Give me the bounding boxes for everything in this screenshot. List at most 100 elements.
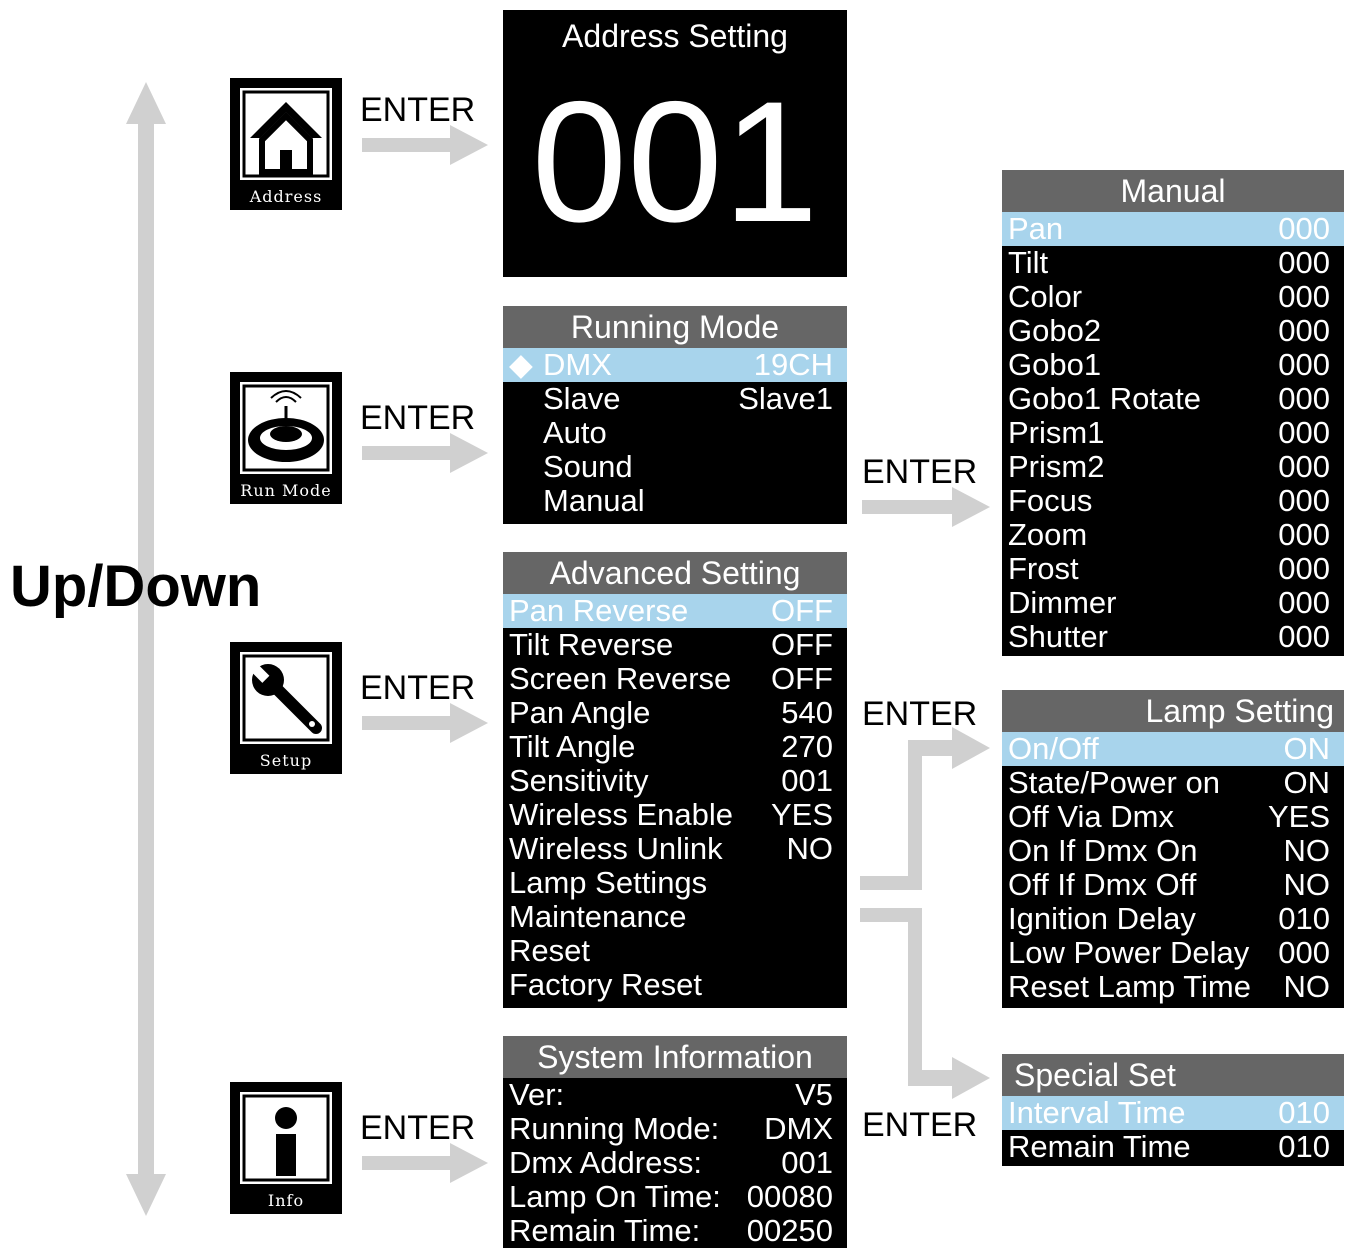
running-mode-item[interactable]: Slave Slave1 <box>543 381 833 416</box>
item-label: Gobo1 <box>1008 347 1102 382</box>
item-label: On/Off <box>1008 731 1099 766</box>
address-value[interactable]: 001 <box>531 66 819 258</box>
item-value: YES <box>770 797 833 832</box>
advanced-setting-item[interactable]: Maintenance <box>503 900 847 934</box>
lamp-setting-item[interactable]: Off Via Dmx YES <box>1002 800 1344 834</box>
address-caption: Address <box>249 187 323 206</box>
selected-diamond-icon: ◆ <box>509 347 533 382</box>
item-label: Gobo1 Rotate <box>1008 381 1202 416</box>
item-label: Prism1 <box>1008 415 1105 450</box>
advanced-setting-item[interactable]: Tilt Reverse OFF <box>503 628 847 662</box>
item-value: 000 <box>1278 245 1330 280</box>
item-value: 001 <box>781 763 833 798</box>
item-label: Wireless Enable <box>509 797 733 832</box>
system-information-item[interactable]: Lamp On Time:00080 <box>503 1180 847 1214</box>
advanced-setting-item[interactable]: Lamp Settings <box>503 866 847 900</box>
address-menu-button[interactable]: Address <box>230 78 342 210</box>
advanced-setting-item[interactable]: Factory Reset <box>503 968 847 1002</box>
item-value: OFF <box>771 593 833 628</box>
advanced-setting-title: Advanced Setting <box>503 552 847 594</box>
info-menu-button[interactable]: Info <box>230 1082 342 1214</box>
enter-label-info: ENTER <box>360 1109 476 1147</box>
item-label: Tilt Reverse <box>509 627 674 662</box>
system-information-item[interactable]: Dmx Address:001 <box>503 1146 847 1180</box>
item-label: Zoom <box>1008 517 1088 552</box>
item-value: OFF <box>771 661 833 696</box>
item-label: Factory Reset <box>509 967 702 1002</box>
item-label: On If Dmx On <box>1008 833 1198 868</box>
manual-item[interactable]: Prism1 000 <box>1002 416 1344 450</box>
item-label: Off Via Dmx <box>1008 799 1174 834</box>
enter-arrows <box>362 125 990 1183</box>
special-set-item[interactable]: Remain Time 010 <box>1002 1130 1344 1164</box>
enter-label-setup: ENTER <box>360 669 476 707</box>
running-mode-item[interactable]: Auto <box>543 415 607 450</box>
item-label: Tilt Angle <box>509 729 636 764</box>
special-set-title: Special Set <box>1002 1054 1344 1096</box>
item-label: Color <box>1008 279 1083 314</box>
advanced-setting-item[interactable]: Screen Reverse OFF <box>503 662 847 696</box>
item-value: 000 <box>1278 551 1330 586</box>
advanced-setting-item[interactable]: Wireless Enable YES <box>503 798 847 832</box>
item-value: 000 <box>1278 415 1330 450</box>
system-information-item[interactable]: Ver:V5 <box>503 1078 847 1112</box>
item-label: Remain Time <box>1008 1129 1191 1164</box>
setup-menu-button[interactable]: Setup <box>230 642 342 774</box>
item-value: 010 <box>1278 1095 1330 1130</box>
lamp-setting-item[interactable]: On/Off ON <box>1002 732 1344 766</box>
item-label: Lamp Settings <box>509 865 708 900</box>
item-value: NO <box>1283 833 1331 868</box>
item-label: Screen Reverse <box>509 661 732 696</box>
item-label: Reset Lamp Time <box>1008 969 1251 1004</box>
item-value: 010 <box>1278 1129 1330 1164</box>
item-label: Remain Time: <box>509 1213 701 1248</box>
item-label: Maintenance <box>509 899 687 934</box>
item-label: Lamp On Time: <box>509 1179 721 1214</box>
item-value: ON <box>1283 731 1331 766</box>
running-mode-item[interactable]: Sound <box>543 449 633 484</box>
run-mode-menu-button[interactable]: Run Mode <box>230 372 342 504</box>
item-value: 000 <box>1278 483 1330 518</box>
item-value: OFF <box>771 627 833 662</box>
running-mode-item[interactable]: Manual <box>543 483 645 518</box>
item-label: Off If Dmx Off <box>1008 867 1197 902</box>
enter-label-special: ENTER <box>862 1106 978 1144</box>
up-down-label: Up/Down <box>10 554 262 619</box>
running-mode-item[interactable]: ◆ DMX 19CH <box>503 348 847 382</box>
lamp-setting-item[interactable]: On If Dmx On NO <box>1002 834 1344 868</box>
item-value: DMX <box>764 1111 833 1146</box>
system-information-item[interactable]: Running Mode:DMX <box>503 1112 847 1146</box>
system-information-title: System Information <box>503 1036 847 1078</box>
system-information-item[interactable]: Remain Time:00250 <box>503 1214 847 1248</box>
item-value: 001 <box>781 1145 833 1180</box>
item-value: YES <box>1267 799 1330 834</box>
item-label: Reset <box>509 933 590 968</box>
item-value: 000 <box>1278 619 1330 654</box>
advanced-setting-item[interactable]: Reset <box>503 934 847 968</box>
